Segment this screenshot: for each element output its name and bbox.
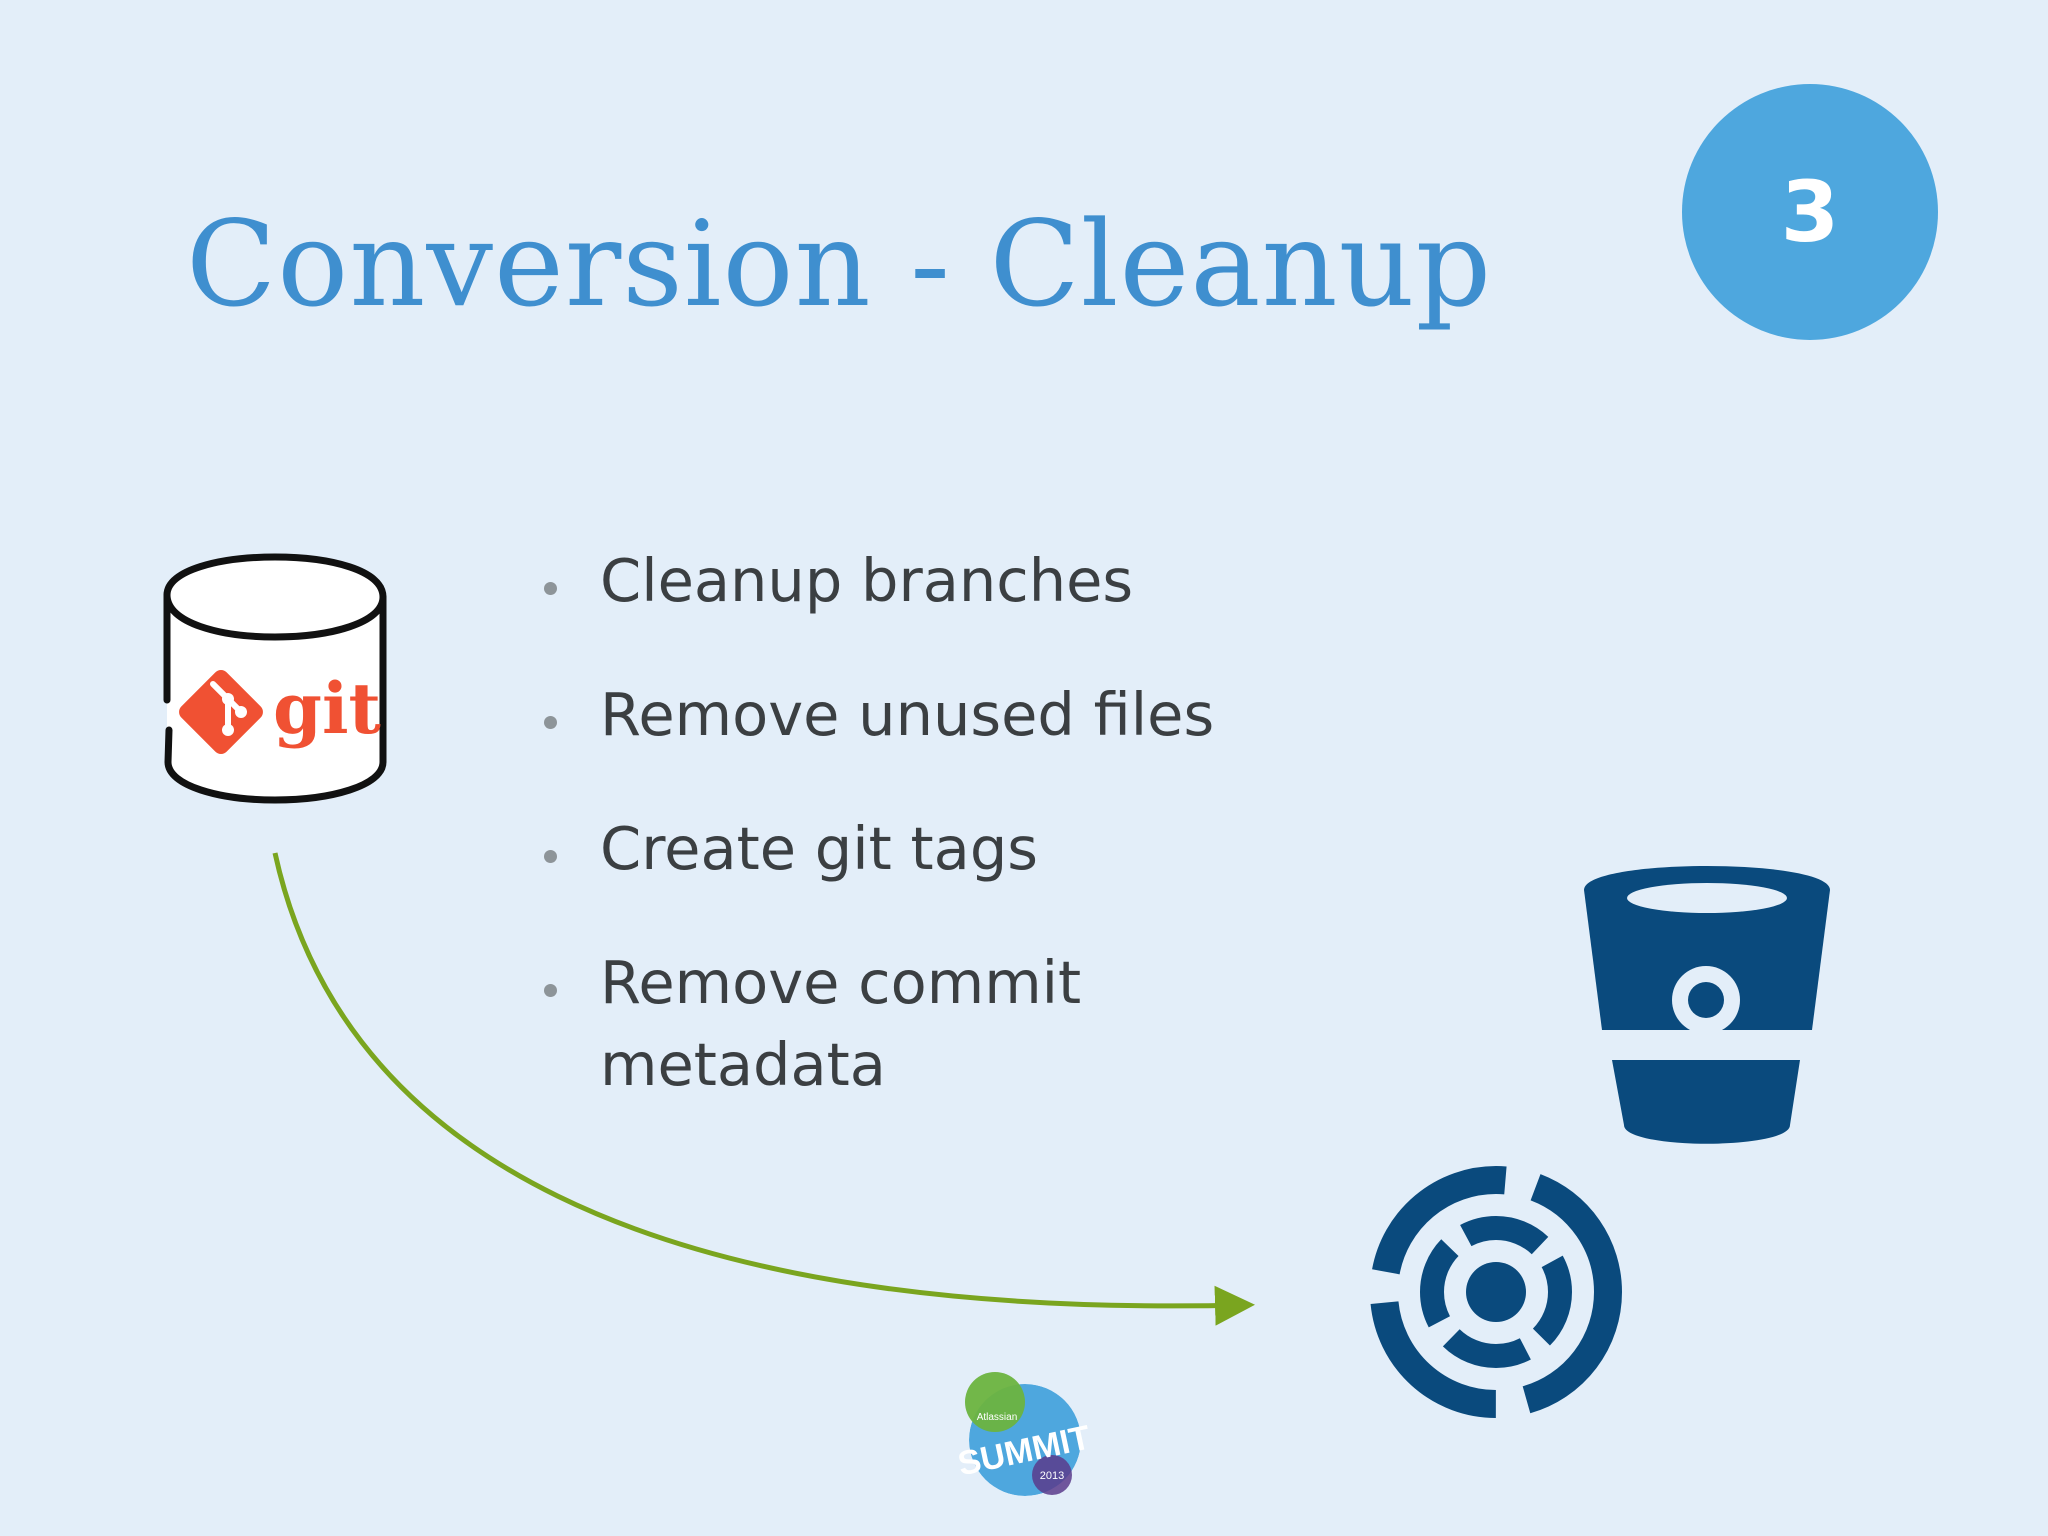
bullet-dot	[544, 716, 557, 729]
step-badge: 3	[1682, 84, 1938, 340]
summit-logo-line3: 2013	[1040, 1470, 1064, 1482]
bullet-text: Cleanup branches	[600, 546, 1134, 615]
bullet-item: Cleanup branches	[540, 540, 1300, 622]
summit-logo-line1: Atlassian	[977, 1412, 1018, 1423]
bullet-list: Cleanup branches Remove unused files Cre…	[540, 540, 1300, 1158]
bullet-text: Remove commit metadata	[600, 948, 1082, 1099]
flow-arrow	[272, 852, 1255, 1326]
bullet-dot	[544, 850, 557, 863]
step-number: 3	[1780, 163, 1840, 261]
bullet-text: Create git tags	[600, 814, 1039, 883]
bullet-item: Remove unused files	[540, 674, 1300, 756]
atlassian-summit-logo: Atlassian SUMMIT 2013	[955, 1372, 1094, 1496]
bullet-text: Remove unused files	[600, 680, 1215, 749]
slide-title: Conversion - Cleanup	[186, 195, 1493, 333]
stash-icon	[1370, 1166, 1622, 1418]
bullet-dot	[544, 984, 557, 997]
bullet-dot	[544, 582, 557, 595]
git-logo-text: git	[273, 667, 381, 750]
bullet-item: Remove commit metadata	[540, 942, 1300, 1106]
git-logo: git	[179, 667, 381, 754]
git-repository-icon: git	[163, 553, 387, 804]
bullet-item: Create git tags	[540, 808, 1300, 890]
bitbucket-icon	[1584, 866, 1830, 1144]
